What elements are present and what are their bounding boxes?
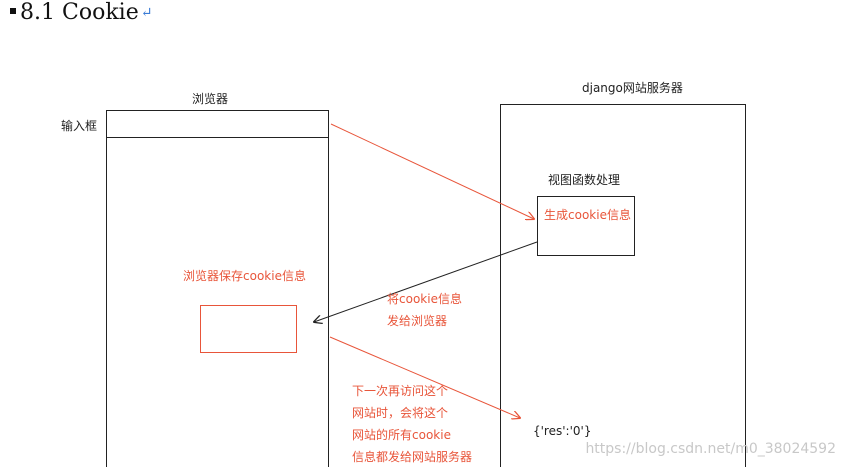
- section-heading: 8.1 Cookie↵: [10, 0, 152, 26]
- browser-save-note: 浏览器保存cookie信息: [183, 269, 306, 283]
- heading-title: Cookie: [62, 0, 139, 25]
- next-visit-note-line3: 网站的所有cookie: [352, 428, 451, 442]
- source-watermark: https://blog.csdn.net/m0_38024592: [585, 441, 836, 457]
- input-field-label: 输入框: [61, 119, 98, 133]
- browser-title: 浏览器: [192, 92, 229, 106]
- next-visit-note-line4: 信息都发给网站服务器: [352, 450, 473, 464]
- server-box: [500, 104, 746, 467]
- heading-number: 8.1: [20, 0, 55, 25]
- send-cookie-note-line2: 发给浏览器: [387, 314, 448, 328]
- request-arrow: [330, 123, 534, 219]
- cookie-storage-box: [200, 305, 297, 353]
- response-value: {'res':'0'}: [533, 424, 592, 438]
- generate-cookie-box: [537, 196, 635, 256]
- send-cookie-note-line1: 将cookie信息: [387, 292, 462, 306]
- next-visit-arrow: [329, 336, 520, 418]
- heading-bullet-icon: [10, 8, 16, 14]
- generate-cookie-label: 生成cookie信息: [544, 208, 631, 222]
- browser-box: [106, 110, 329, 467]
- next-visit-note-line2: 网站时，会将这个: [352, 406, 449, 420]
- view-function-label: 视图函数处理: [548, 173, 621, 187]
- server-title: django网站服务器: [582, 81, 683, 95]
- return-mark-icon: ↵: [140, 5, 153, 21]
- send-cookie-arrow: [314, 241, 538, 322]
- next-visit-note-line1: 下一次再访问这个: [352, 384, 449, 398]
